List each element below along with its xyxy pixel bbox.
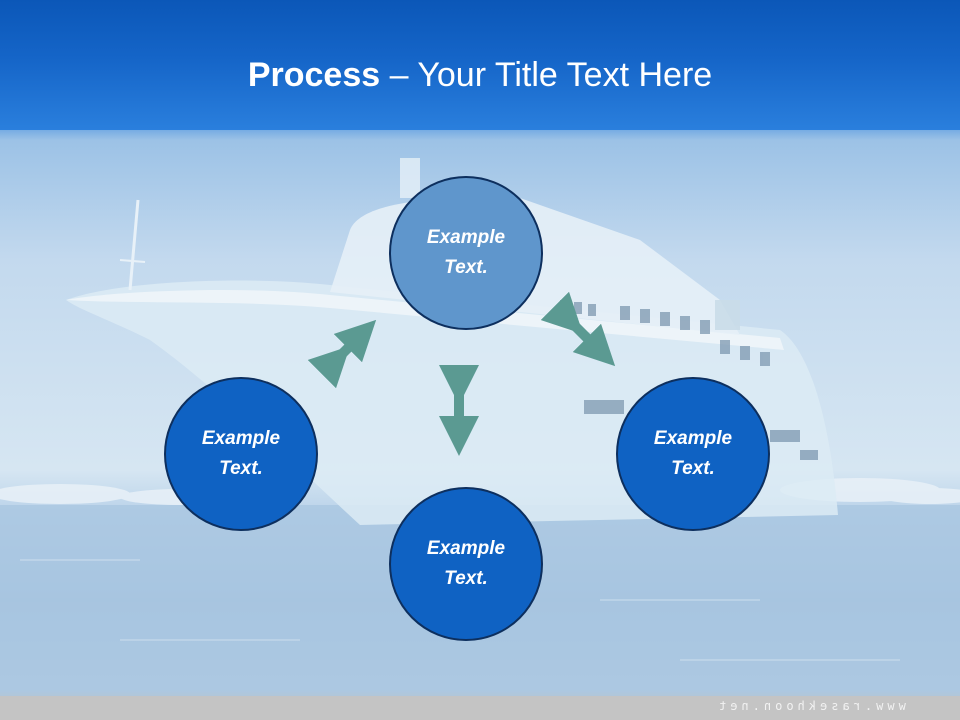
slide-title-rest: – Your Title Text Here	[380, 56, 713, 94]
node-right-line2: Text.	[671, 458, 715, 479]
slide-title: Process – Your Title Text Here	[0, 52, 960, 98]
node-bottom-line1: Example	[426, 538, 506, 559]
node-left-line1: Example	[201, 428, 281, 449]
watermark-text: www.rasekhoon.net	[715, 699, 906, 713]
node-right-line1: Example	[653, 428, 733, 449]
footer-bar	[0, 696, 960, 720]
node-bottom-line2: Text.	[444, 568, 488, 589]
node-top-line1: Example	[426, 227, 506, 248]
slide-title-bold: Process	[247, 56, 381, 94]
node-top-line2: Text.	[444, 257, 488, 278]
node-left-line2: Text.	[219, 458, 263, 479]
title-band	[0, 0, 960, 130]
double-arrow-top-to-left	[307, 319, 377, 389]
double-arrow-top-to-right	[540, 291, 616, 367]
